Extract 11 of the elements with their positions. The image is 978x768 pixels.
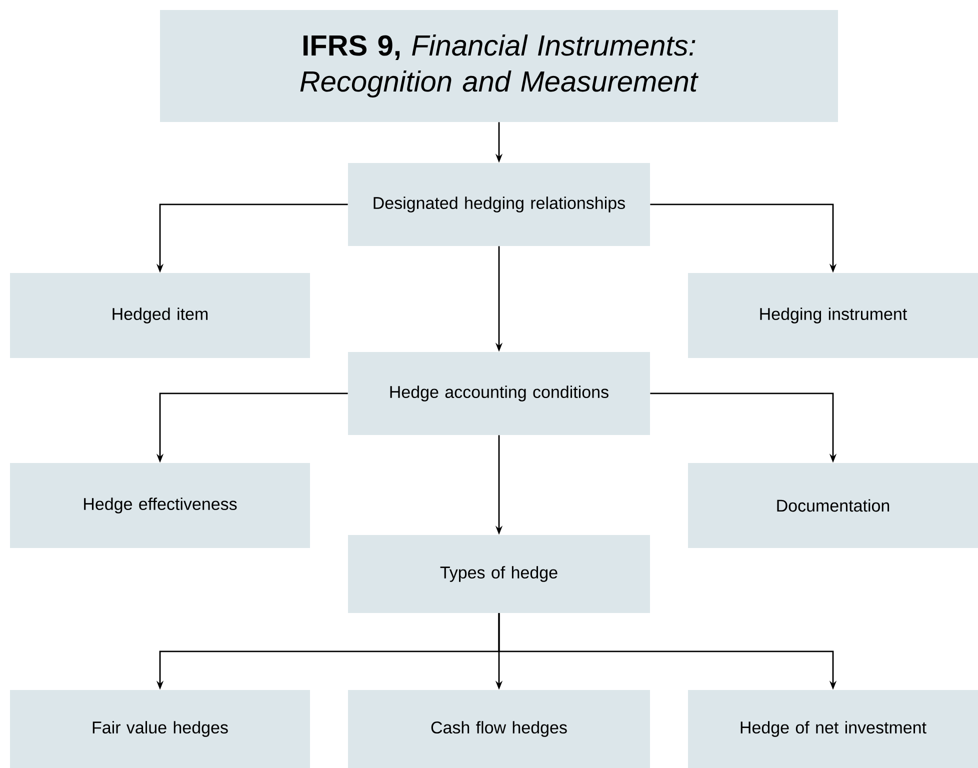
process-box: Hedge accounting conditions [348, 352, 650, 435]
process-box: Hedge effectiveness [10, 462, 310, 548]
process-box: Hedging instrument [688, 272, 978, 358]
process-box: Documentation [688, 462, 978, 548]
process-box: Hedge of net investment [688, 690, 978, 768]
process-box: Designated hedging relationships [348, 163, 650, 246]
process-box: Cash flow hedges [348, 690, 650, 768]
process-box: Hedged item [10, 272, 310, 358]
title-box: IFRS 9, Financial Instruments: Recognition and Measurement [160, 10, 838, 122]
process-box: Types of hedge [348, 534, 650, 613]
process-box: Fair value hedges [10, 690, 310, 768]
